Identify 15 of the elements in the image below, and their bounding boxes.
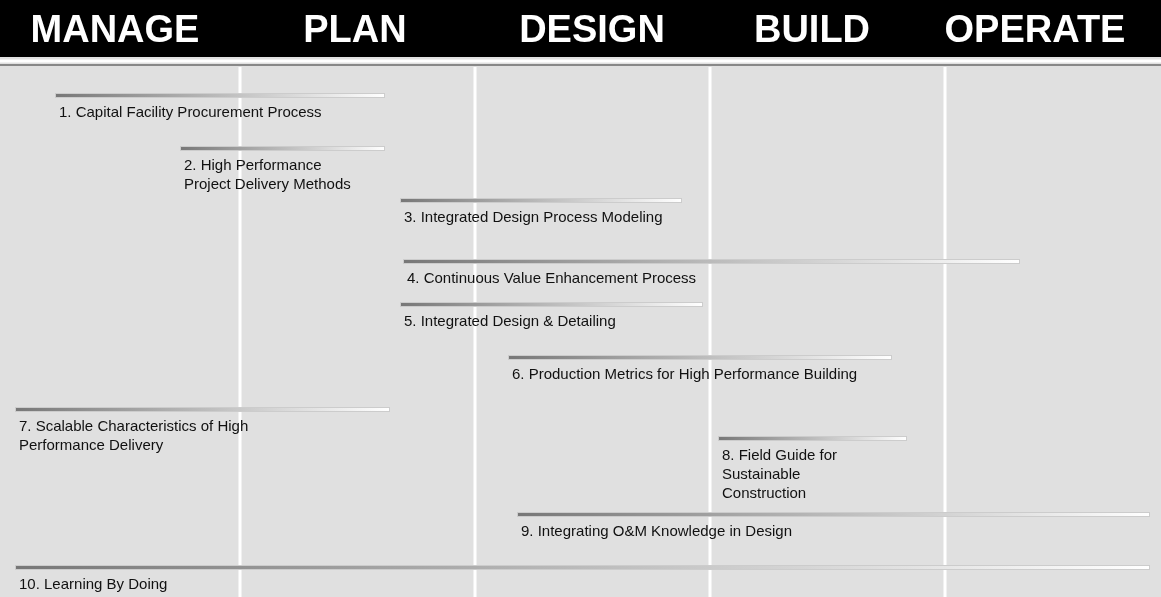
bar-label: 1. Capital Facility Procurement Process: [59, 102, 323, 121]
bar-label: 6. Production Metrics for High Performance Building: [512, 364, 859, 383]
bar-label: 2. High Performance Project Delivery Methods: [184, 155, 352, 193]
bar-label: 5. Integrated Design & Detailing: [404, 311, 617, 330]
bar-label: 10. Learning By Doing: [19, 574, 169, 593]
phase-heading: DESIGN: [519, 7, 665, 52]
phase-heading: MANAGE: [30, 7, 200, 52]
phase-heading: BUILD: [753, 7, 871, 52]
bar-label: 7. Scalable Characteristics of High Performance Delivery: [19, 416, 250, 454]
phase-heading: OPERATE: [944, 7, 1126, 52]
bar-label: 4. Continuous Value Enhancement Process: [407, 268, 698, 287]
bar-label: 3. Integrated Design Process Modeling: [404, 207, 664, 226]
bar-label: 9. Integrating O&M Knowledge in Design: [521, 521, 793, 540]
bar-label: 8. Field Guide for Sustainable Construction: [722, 445, 839, 502]
phase-heading: PLAN: [303, 7, 407, 52]
